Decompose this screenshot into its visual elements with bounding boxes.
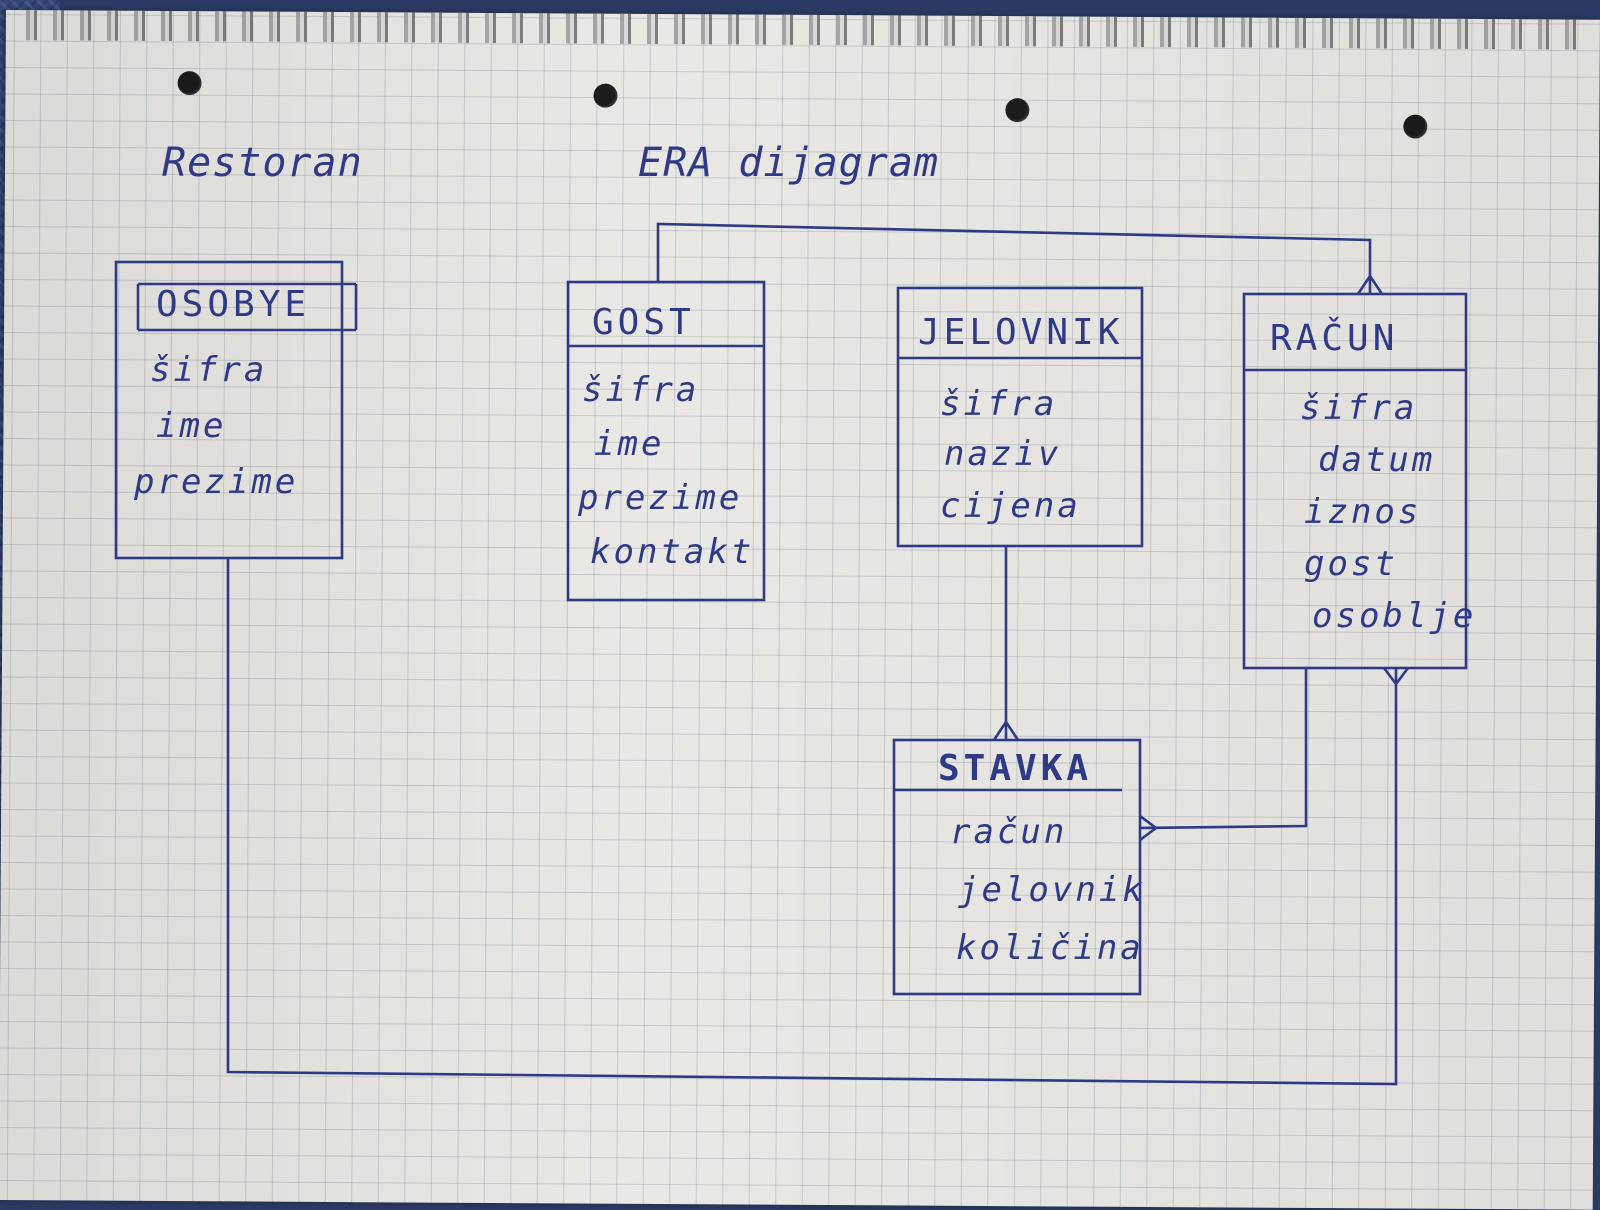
entity-attribute: ime bbox=[156, 406, 227, 446]
entity-name-osobye: OSOBYE bbox=[156, 284, 311, 325]
osobye-racun-relation bbox=[226, 558, 1398, 1086]
gost-racun-relation bbox=[656, 222, 1372, 294]
racun-stavka-relation bbox=[1139, 668, 1308, 830]
gost-racun-crowfoot bbox=[1356, 273, 1384, 295]
entity-attribute: šifra bbox=[150, 350, 268, 390]
entity-attribute: šifra bbox=[1300, 388, 1418, 428]
entity-attribute: datum bbox=[1318, 440, 1436, 480]
diagram-title: ERA dijagram bbox=[638, 140, 939, 186]
entity-attribute: osoblje bbox=[1312, 596, 1477, 636]
entity-attribute: ime bbox=[594, 424, 665, 464]
entity-attribute: iznos bbox=[1304, 492, 1422, 532]
entity-attribute: naziv bbox=[944, 434, 1062, 474]
entity-attribute: prezime bbox=[134, 462, 299, 502]
racun-stavka-crowfoot bbox=[1139, 814, 1159, 842]
entity-name-gost: GOST bbox=[592, 302, 695, 343]
gost-box bbox=[566, 280, 766, 602]
jelovnik-box bbox=[896, 286, 1144, 548]
entity-attribute: šifra bbox=[582, 370, 700, 410]
jelovnik-stavka-crowfoot bbox=[992, 719, 1020, 741]
entity-attribute: prezime bbox=[578, 478, 743, 518]
entity-attribute: šifra bbox=[940, 384, 1058, 424]
entity-name-jelovnik: JELOVNIK bbox=[918, 312, 1124, 353]
entity-attribute: kontakt bbox=[590, 532, 755, 572]
diagram-subject-label: Restoran bbox=[162, 140, 363, 186]
entity-attribute: gost bbox=[1304, 544, 1398, 584]
entity-attribute: cijena bbox=[940, 486, 1081, 526]
osobye-racun-crowfoot bbox=[1382, 667, 1410, 687]
entity-name-racun: RAČUN bbox=[1270, 318, 1399, 359]
entity-attribute: količina bbox=[956, 928, 1144, 968]
racun-box bbox=[1242, 292, 1468, 670]
entity-attribute: račun bbox=[950, 812, 1068, 852]
entity-name-stavka: STAVKA bbox=[938, 748, 1093, 789]
entity-attribute: jelovnik bbox=[958, 870, 1146, 910]
